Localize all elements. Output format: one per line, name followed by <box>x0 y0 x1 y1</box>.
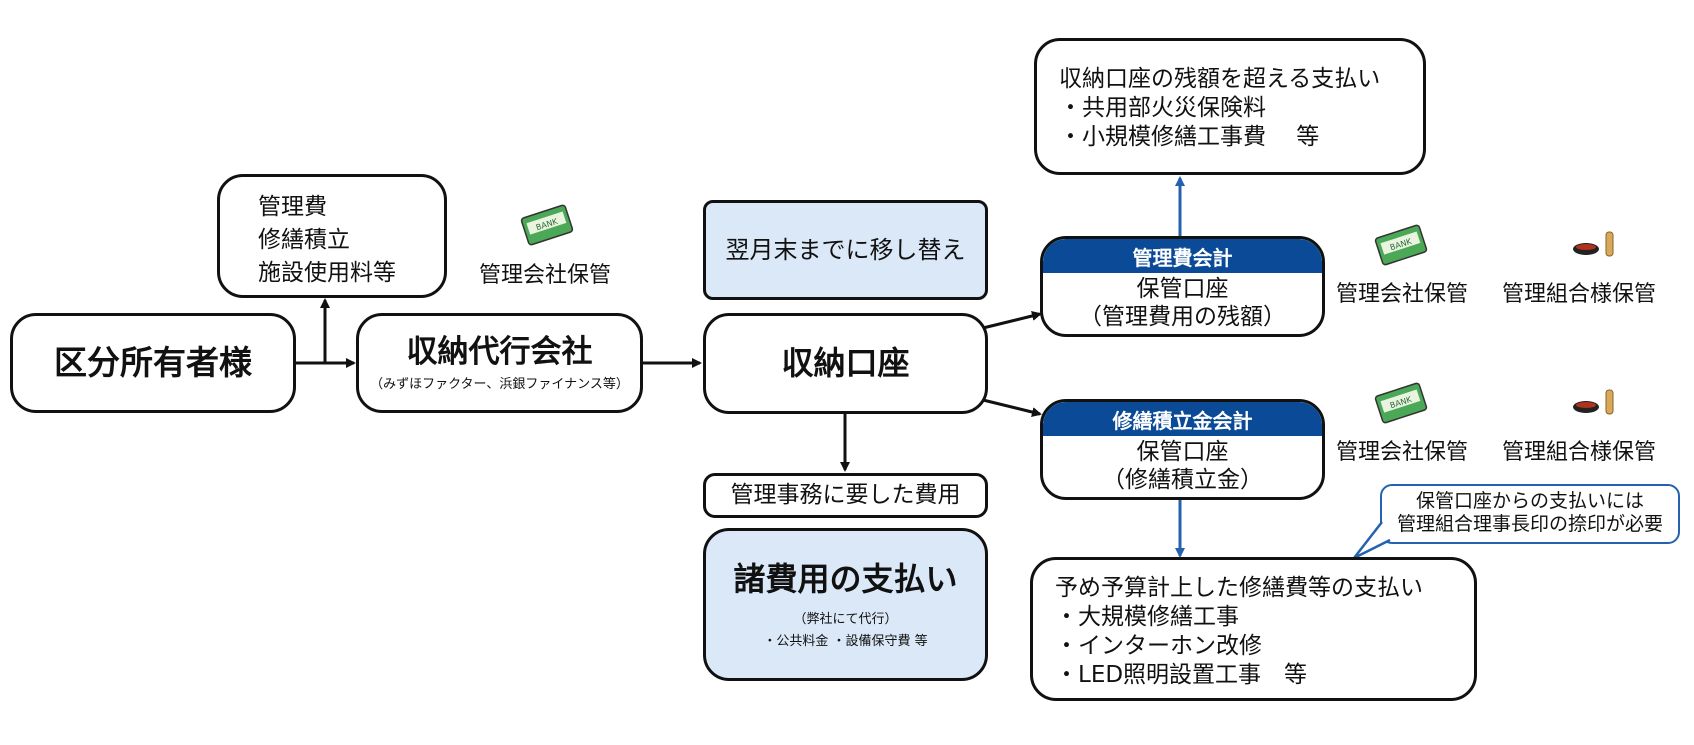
admin-costs-label: 管理事務に要した費用 <box>730 481 961 508</box>
payments-box: 諸費用の支払い （弊社にて代行） ・公共料金 ・設備保守費 等 <box>703 528 988 681</box>
mgmt-account-line1: 保管口座 <box>1136 275 1229 302</box>
admin-costs-box: 管理事務に要した費用 <box>703 473 988 518</box>
fees-line: 修繕積立 <box>258 227 350 253</box>
seal-required-callout: 保管口座からの支払いには 管理組合理事長印の捺印が必要 <box>1380 484 1680 544</box>
planned-box: 予め予算計上した修繕費等の支払い ・大規模修繕工事 ・インターホン改修 ・LED… <box>1030 557 1477 701</box>
payments-subtitle: （弊社にて代行） <box>793 612 898 628</box>
seal-icon <box>1573 231 1614 257</box>
fees-box: 管理費 修繕積立 施設使用料等 <box>217 174 447 298</box>
overflow-box: 収納口座の残額を超える支払い ・共用部火災保険料 ・小規模修繕工事費 等 <box>1034 38 1426 175</box>
mgmt-account-header: 管理費会計 <box>1043 239 1322 273</box>
mgmt-account-box: 管理費会計 保管口座 （管理費用の残額） <box>1040 236 1325 337</box>
transfer-label: 翌月末までに移し替え <box>725 235 966 264</box>
agent-box: 収納代行会社 （みずほファクター、浜銀ファイナンス等） <box>356 313 643 413</box>
callout-line2: 管理組合理事長印の捺印が必要 <box>1396 512 1663 535</box>
mgmt-storage-company: 管理会社保管 <box>1336 282 1469 307</box>
fees-line: 施設使用料等 <box>258 260 396 286</box>
repair-account-line2: （修繕積立金） <box>1102 466 1263 493</box>
repair-account-box: 修繕積立金会計 保管口座 （修繕積立金） <box>1040 399 1325 500</box>
planned-line: 予め予算計上した修繕費等の支払い <box>1055 575 1423 601</box>
agent-subtitle: （みずほファクター、浜銀ファイナンス等） <box>370 376 629 392</box>
overflow-line: ・共用部火災保険料 <box>1059 95 1266 121</box>
arrow-to-repair-account <box>982 398 1042 417</box>
planned-line: ・LED照明設置工事 等 <box>1055 662 1308 688</box>
payments-title: 諸費用の支払い <box>733 559 958 598</box>
arrow-to-mgmt-account <box>982 311 1042 330</box>
repair-storage-union: 管理組合様保管 <box>1502 440 1657 465</box>
callout-pointer <box>1352 521 1391 560</box>
repair-account-header: 修繕積立金会計 <box>1043 402 1322 436</box>
callout-line1: 保管口座からの支払いには <box>1415 490 1644 512</box>
storage-label: 管理会社保管 <box>479 263 612 288</box>
fees-line: 管理費 <box>258 194 327 220</box>
planned-line: ・インターホン改修 <box>1055 633 1262 659</box>
repair-storage-company: 管理会社保管 <box>1336 440 1469 465</box>
seal-icon <box>1573 389 1614 415</box>
owner-box: 区分所有者様 <box>10 313 296 413</box>
collection-box: 収納口座 <box>703 313 988 414</box>
collection-label: 収納口座 <box>781 344 910 383</box>
payments-items: ・公共料金 ・設備保守費 等 <box>763 633 928 649</box>
bankbook-icon: BANK <box>1374 224 1428 266</box>
repair-account-line1: 保管口座 <box>1136 438 1229 465</box>
agent-title: 収納代行会社 <box>406 333 593 370</box>
owner-label: 区分所有者様 <box>54 343 252 383</box>
bankbook-icon: BANK <box>1374 382 1428 424</box>
overflow-line: ・小規模修繕工事費 等 <box>1059 124 1320 150</box>
mgmt-storage-union: 管理組合様保管 <box>1502 282 1657 307</box>
bankbook-icon: BANK <box>520 204 574 246</box>
mgmt-account-line2: （管理費用の残額） <box>1079 303 1286 330</box>
overflow-line: 収納口座の残額を超える支払い <box>1059 66 1381 92</box>
transfer-box: 翌月末までに移し替え <box>703 200 988 300</box>
planned-line: ・大規模修繕工事 <box>1055 604 1239 630</box>
